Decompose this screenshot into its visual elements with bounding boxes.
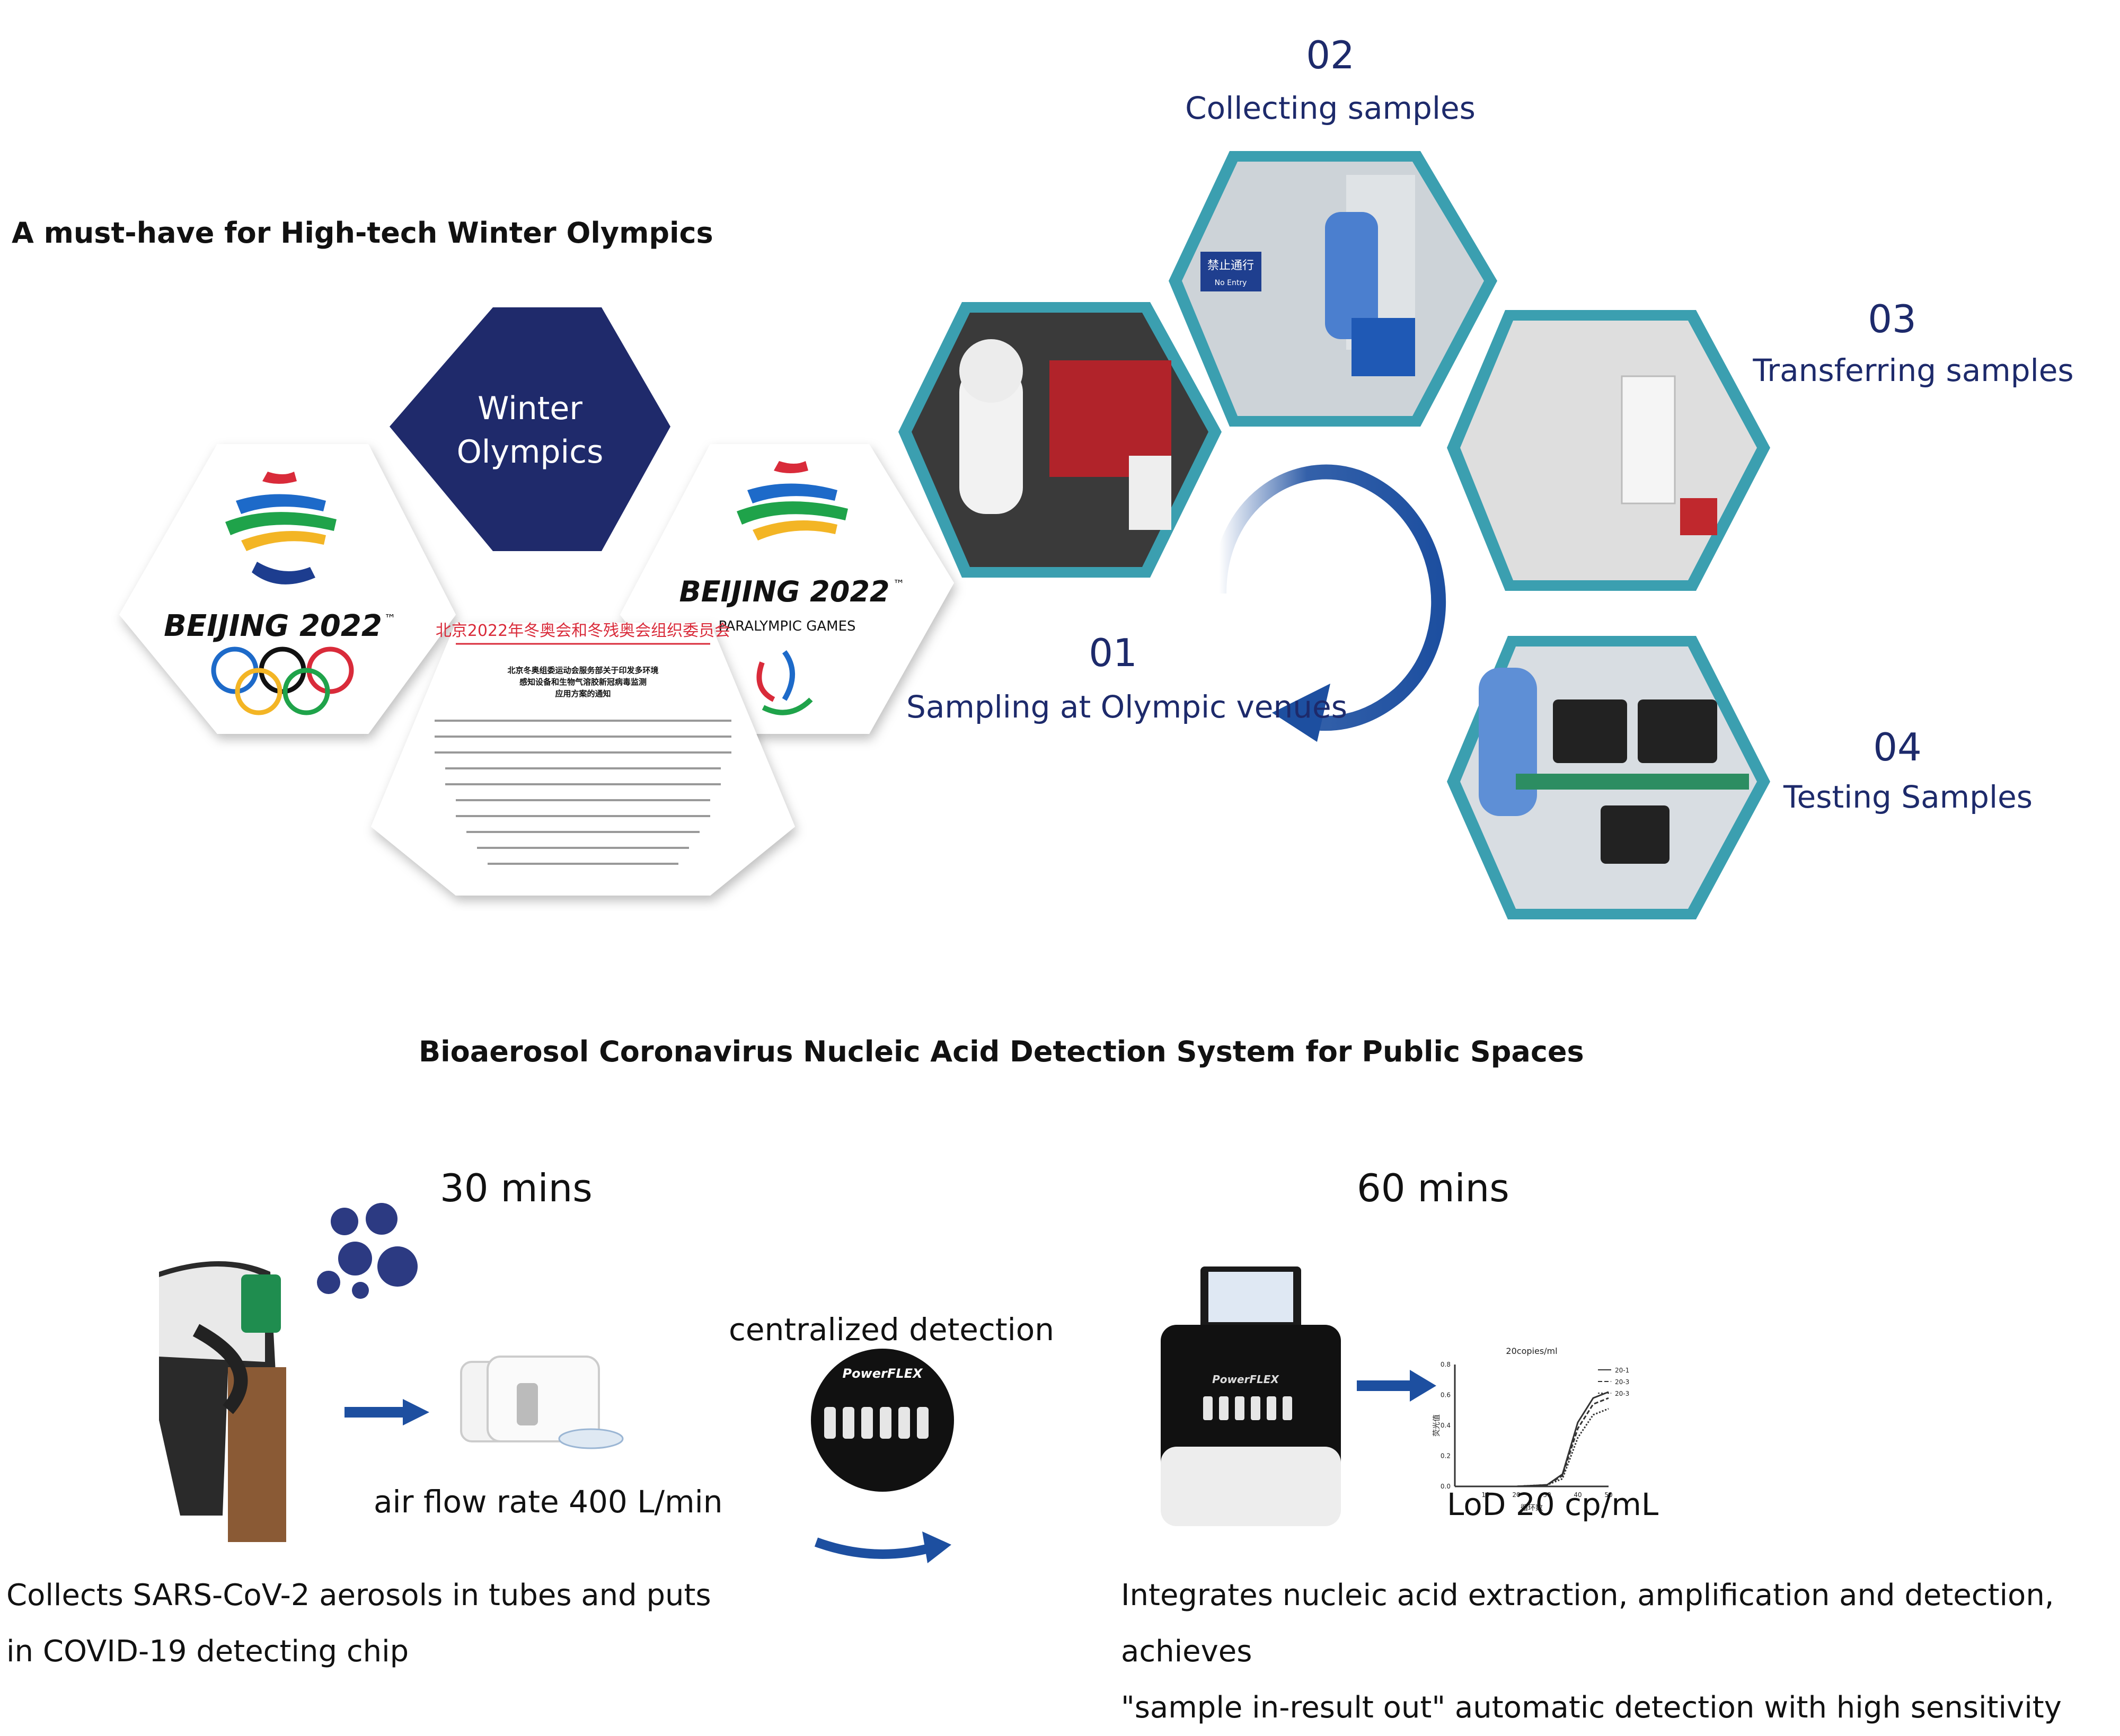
document-subject-1: 北京冬奥组委运动会服务部关于印发多环境 [507,666,658,675]
legend-entry: 20-1 [1615,1367,1629,1374]
y-tick-label: 0.6 [1441,1392,1451,1399]
time-collect: 30 mins [440,1166,593,1210]
step-02-label: Collecting samples [1185,90,1476,126]
y-tick-label: 0.4 [1441,1422,1451,1429]
person-blue-gown [1325,212,1378,339]
legend-entry: 20-3 [1615,1390,1629,1397]
person-suit [959,366,1023,514]
winter-olympics-label: Winter Olympics [456,387,604,474]
section-title: Bioaerosol Coronavirus Nucleic Acid Dete… [419,1035,1584,1068]
left-desc-line1: Collects SARS-CoV-2 aerosols in tubes an… [6,1578,711,1613]
y-tick-label: 0.2 [1441,1452,1451,1460]
time-detect: 60 mins [1357,1166,1509,1210]
step-01-label: Sampling at Olympic venues [906,689,1347,725]
agitos-icon [756,650,813,715]
x-tick-label: 50 [1604,1491,1612,1499]
beijing-tm: ™ [384,613,396,626]
logo-hex-cluster: BEIJING 2022 ™ BEIJING 2022 ™ PARALYMPIC… [119,307,954,896]
y-axis-label: 荧光值 [1432,1414,1441,1437]
document-header: 北京2022年冬奥会和冬残奥会组织委员会 [436,622,730,640]
right-desc-line1: Integrates nucleic acid extraction, ampl… [1121,1578,2054,1669]
analyzer-2 [1638,699,1717,763]
cycle-arrow [1212,464,1446,731]
left-desc-line2: in COVID-19 detecting chip [6,1634,409,1669]
photo-hex-collecting: 禁止通行 No Entry [1169,151,1497,427]
aerosol-sampler-device [159,1261,286,1542]
document-subject-2: 感知设备和生物气溶胶新冠病毒监测 [519,677,647,687]
step-03-label: Transferring samples [1753,352,2074,388]
paralympic-games-text: PARALYMPIC GAMES [718,618,855,634]
air-flow-label: air flow rate 400 L/min [374,1484,723,1520]
document-subject-3: 应用方案的通知 [555,689,611,698]
winter-label: Winter [478,390,582,427]
step-01-number: 01 [1089,631,1137,675]
arrow-to-instrument [814,1537,934,1559]
collection-chip [460,1356,624,1449]
beijing-2022-text: BEIJING 2022 [164,609,382,643]
detection-chip-closeup: PowerFLEX [811,1349,954,1492]
technician [1479,668,1537,816]
virus-particles-icon [317,1203,418,1299]
series-line [1486,1397,1609,1487]
centralized-detection-label: centralized detection [729,1312,1054,1348]
left-description: Collects SARS-CoV-2 aerosols in tubes an… [6,1567,801,1680]
chip-brand: PowerFLEX [843,1366,923,1381]
beijing-2022-emblem [225,472,337,584]
lod-label: LoD 20 cp/mL [1447,1486,1659,1522]
x-tick-label: 10 [1481,1491,1489,1499]
paralympic-tm: ™ [893,578,905,591]
x-tick-label: 30 [1543,1491,1551,1499]
photo-hex-transferring [1447,310,1770,591]
series-line [1486,1391,1609,1487]
step-03-number: 03 [1868,297,1916,341]
svg-text:No Entry: No Entry [1215,279,1247,287]
cycle-arrow-head [1272,684,1330,742]
x-tick-label: 40 [1574,1491,1582,1499]
photo-hex-testing [1447,636,1770,919]
photo-hex-sampling [898,302,1222,578]
document-hex [371,623,795,896]
winter-olympics-hex [390,307,670,551]
sampler-screen [241,1274,281,1333]
step-02-number: 02 [1306,33,1355,77]
no-entry-sign [1200,252,1261,291]
analyzer-1 [1553,699,1627,763]
powerflex-instrument: PowerFLEX [1161,1266,1341,1526]
step-04-number: 04 [1873,725,1922,769]
right-desc-line2: "sample in-result out" automatic detecti… [1121,1690,2062,1725]
y-tick-label: 0.8 [1441,1361,1451,1368]
series-line [1486,1407,1609,1487]
instrument-brand: PowerFLEX [1212,1373,1279,1386]
x-axis-label: 循环数 [1521,1504,1543,1512]
olympic-logo-hex [119,444,456,734]
amplification-chart: 20copies/ml 循环数 荧光值 10 20 30 40 50 0.0 0.2 0.4 0.6 0… [1432,1346,1629,1512]
olympic-rings-icon [211,646,354,715]
arrow-to-chip [344,1399,429,1425]
svg-text:禁止通行: 禁止通行 [1207,259,1254,272]
right-description: Integrates nucleic acid extraction, ampl… [1121,1567,2117,1736]
paralympic-beijing-text: BEIJING 2022 [679,575,890,608]
legend-entry: 20-3 [1615,1378,1629,1386]
sample-cooler [1352,318,1415,376]
chart-title: 20copies/ml [1506,1346,1557,1356]
step-04-label: Testing Samples [1783,779,2033,815]
document-body-lines [435,720,731,865]
olympics-label: Olympics [456,433,604,471]
top-title: A must-have for High-tech Winter Olympic… [12,216,713,250]
arrow-to-curve [1357,1370,1436,1402]
process-hex-cluster: 禁止通行 No Entry [898,151,1770,919]
y-tick-label: 0.0 [1441,1483,1451,1490]
x-tick-label: 20 [1512,1491,1520,1499]
paralympic-emblem [737,461,848,541]
